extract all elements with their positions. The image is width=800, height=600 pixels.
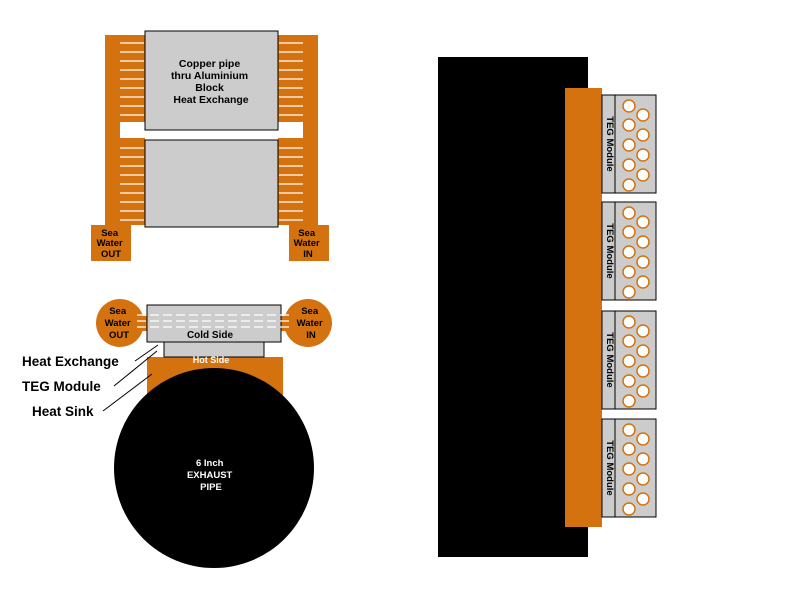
copper-pipe-hole <box>622 462 636 476</box>
copper-pipe-hole <box>622 502 636 516</box>
copper-pipe-hole <box>622 354 636 368</box>
copper-pipe-hole <box>622 206 636 220</box>
side-view-assembly: 6 Inch EXHAUST PIPE Hot Side Cold Side S… <box>22 299 332 568</box>
teg-module-label: TEG Module <box>604 223 615 278</box>
copper-pipe-hole <box>636 168 650 182</box>
top-inlet-label: Sea Water IN <box>294 228 323 260</box>
copper-pipe-hole <box>636 472 650 486</box>
copper-pipe-hole <box>636 255 650 269</box>
legend-heat-sink: Heat Sink <box>32 404 94 419</box>
teg-module-label: TEG Module <box>604 440 615 495</box>
copper-pipe-hole <box>622 334 636 348</box>
cold-side-block <box>146 304 282 343</box>
top-inlet-tab <box>289 225 329 261</box>
teg-module: TEG Module <box>601 418 657 518</box>
copper-pipe-hole <box>622 225 636 239</box>
hot-side-label: Hot Side <box>193 355 230 365</box>
exhaust-pipe-label: 6 Inch EXHAUST PIPE <box>187 458 235 493</box>
copper-pipe-hole <box>636 275 650 289</box>
block-caption: Copper pipe thru Aluminium Block Heat Ex… <box>171 58 251 106</box>
legend-leaders <box>102 344 159 412</box>
fin-lines <box>120 42 303 221</box>
copper-pipe-hole <box>622 442 636 456</box>
copper-pipe-hole <box>622 118 636 132</box>
copper-pipe-hole <box>636 344 650 358</box>
copper-plate <box>565 88 602 527</box>
cold-side-label: Cold Side <box>187 330 234 341</box>
copper-pipe-hole <box>636 384 650 398</box>
teg-module-label: TEG Module <box>604 116 615 171</box>
copper-pipe-hole <box>622 265 636 279</box>
exhaust-wall <box>438 57 588 557</box>
copper-pipe-hole <box>636 452 650 466</box>
copper-pipe-hole <box>622 99 636 113</box>
copper-pipe-hole <box>622 158 636 172</box>
copper-pipe-hole <box>622 394 636 408</box>
copper-pipe-hole <box>636 108 650 122</box>
copper-pipe-hole <box>622 178 636 192</box>
copper-pipe-hole <box>636 235 650 249</box>
copper-pipe-hole <box>636 364 650 378</box>
legend-teg-module: TEG Module <box>22 379 101 394</box>
copper-pipe-hole <box>636 148 650 162</box>
teg-module: TEG Module <box>601 201 657 301</box>
aluminium-block-upper <box>144 30 279 131</box>
copper-pipe-hole <box>636 492 650 506</box>
copper-pipe-hole <box>636 215 650 229</box>
copper-pipe-hole <box>636 432 650 446</box>
top-outlet-label: Sea Water OUT <box>97 228 126 260</box>
copper-pipe-hole <box>636 324 650 338</box>
copper-pipe-hole <box>622 285 636 299</box>
aluminium-block-lower <box>144 139 279 228</box>
side-inlet-label: Sea Water IN <box>297 306 326 341</box>
teg-module-label: TEG Module <box>604 332 615 387</box>
exhaust-pipe <box>114 368 314 568</box>
copper-pipe-hole <box>636 128 650 142</box>
copper-pipe-hole <box>622 374 636 388</box>
copper-pipe-hole <box>622 315 636 329</box>
top-heat-exchanger: Copper pipe thru Aluminium Block Heat Ex… <box>91 30 329 261</box>
top-outlet-tab <box>91 225 131 261</box>
copper-pipe-hole <box>622 423 636 437</box>
teg-module: TEG Module <box>601 310 657 410</box>
teg-module: TEG Module <box>601 94 657 194</box>
copper-pipe-hole <box>622 138 636 152</box>
side-outlet-label: Sea Water OUT <box>105 306 134 341</box>
legend-heat-exchange: Heat Exchange <box>22 354 119 369</box>
copper-pipe-hole <box>622 482 636 496</box>
copper-pipe-hole <box>622 245 636 259</box>
